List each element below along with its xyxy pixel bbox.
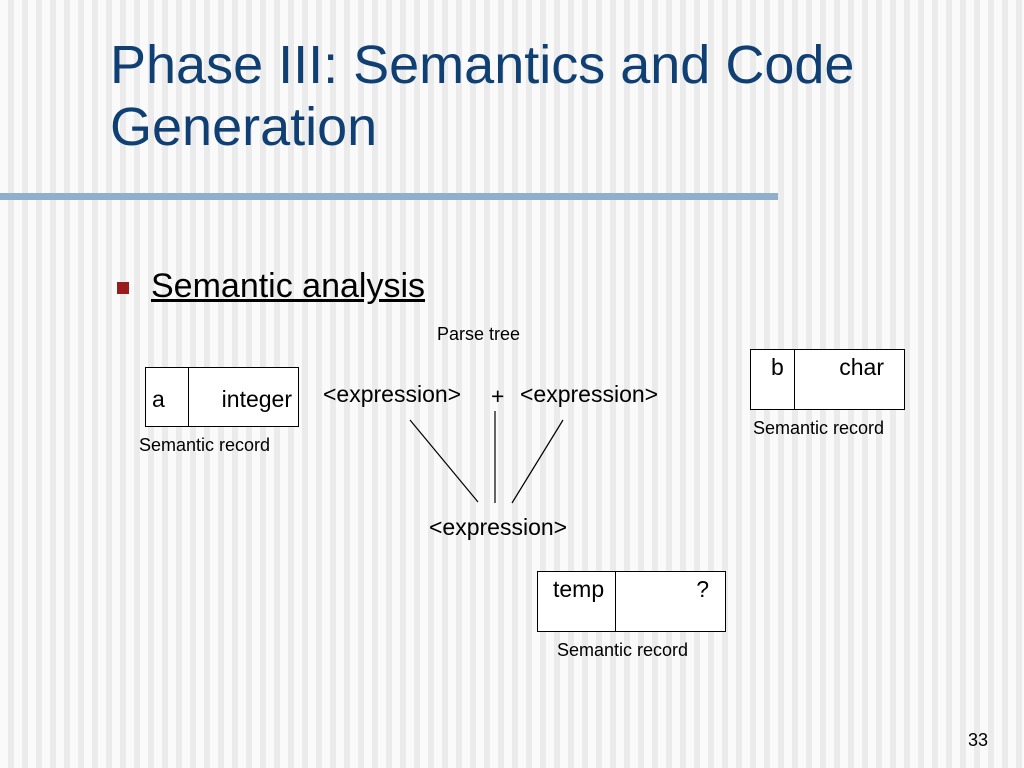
title-divider — [0, 193, 778, 200]
record-temp-name: temp — [538, 572, 616, 631]
edge-right — [511, 419, 564, 504]
record-temp-type: ? — [696, 576, 709, 602]
record-b-caption: Semantic record — [753, 418, 885, 438]
record-a-type: integer — [221, 386, 292, 412]
expression-right: <expression> — [520, 381, 659, 407]
record-a-caption: Semantic record — [139, 435, 271, 455]
semantic-record-a: a integer — [145, 367, 299, 427]
page-number: 33 — [967, 730, 988, 750]
semantic-record-temp: temp ? — [537, 571, 726, 632]
square-bullet-icon — [117, 282, 129, 294]
edge-left — [409, 419, 479, 503]
parse-tree-label: Parse tree — [437, 324, 521, 344]
record-temp-caption: Semantic record — [557, 640, 689, 660]
record-a-name: a — [146, 368, 189, 426]
record-b-name: b — [751, 350, 795, 409]
record-b-type: char — [839, 354, 884, 380]
plus-operator: + — [491, 383, 505, 409]
semantic-record-b: b char — [750, 349, 905, 410]
expression-result: <expression> — [429, 514, 568, 540]
slide-title: Phase III: Semantics and Code Generation — [110, 35, 855, 157]
expression-left: <expression> — [323, 381, 462, 407]
bullet-semantic-analysis: Semantic analysis — [151, 267, 426, 305]
